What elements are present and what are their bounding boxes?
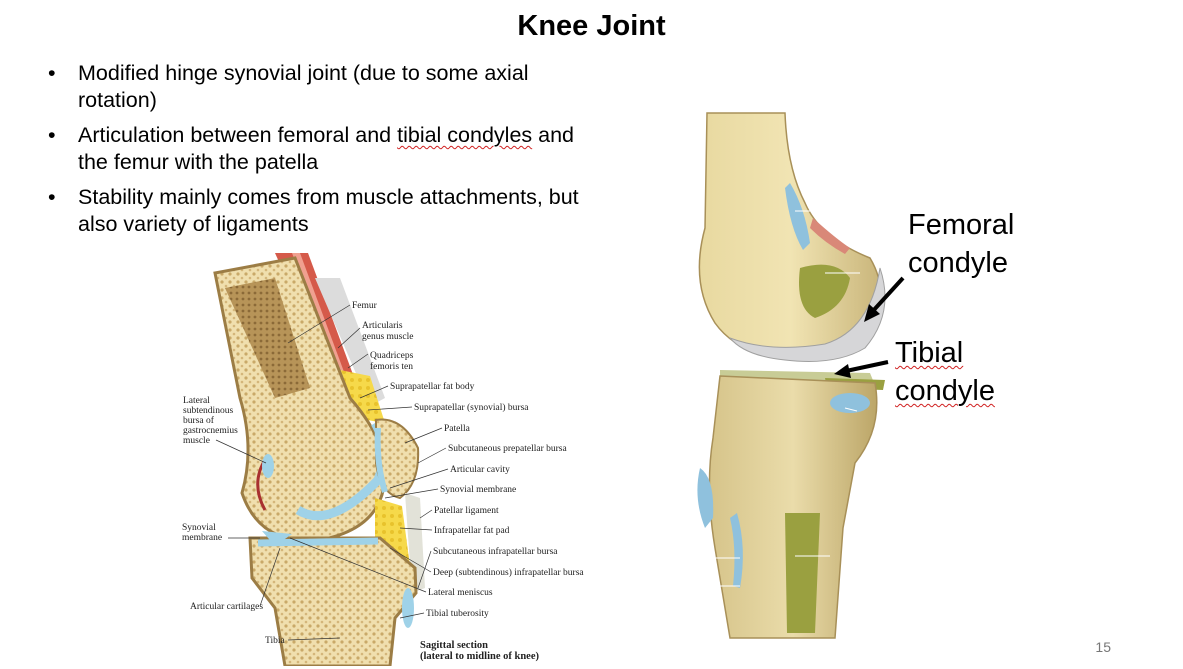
bullet-list: • Modified hinge synovial joint (due to … [48,60,608,246]
label-quadriceps: Quadriceps [370,351,414,361]
bullet-symbol: • [48,185,56,209]
label-gastrocnemius: gastrocnemius [183,426,238,436]
bullet-text: Modified hinge synovial joint (due to so… [78,61,529,112]
femoral-arrow-icon [864,276,905,322]
label-patellar-ligament: Patellar ligament [434,506,499,516]
label-subcutaneous-infrapatellar-bursa: Subcutaneous infrapatellar bursa [433,546,558,557]
label-synovial-membrane: Synovial membrane [440,485,516,495]
tibial-line1: Tibial [895,337,964,369]
label-femoris-tendon: femoris ten [370,361,413,372]
label-subtendinous: subtendinous [183,406,233,416]
label-articularis: Articularis [362,321,403,331]
label-membrane: membrane [182,533,222,543]
label-femur: Femur [352,301,378,311]
bullet-text: and the femur with the patella [78,123,575,174]
label-tibial-tuberosity: Tibial tuberosity [426,609,489,619]
label-deep-infrapatellar-bursa: Deep (subtendinous) infrapatellar bursa [433,567,584,578]
bullet-symbol: • [48,123,56,147]
label-muscle: muscle [183,436,210,446]
label-tibia: Tibia [265,636,285,646]
label-patella: Patella [444,424,471,434]
femoral-line2: condyle [908,247,1008,279]
label-lateral-meniscus: Lateral meniscus [428,588,493,598]
figure-caption-subtitle: (lateral to midline of knee) [420,651,539,662]
bullet-item: • Stability mainly comes from muscle att… [48,184,608,238]
tibial-condyle-label: Tibial condyle [895,334,995,410]
slide-title: Knee Joint [517,10,666,42]
page-number: 15 [1095,639,1111,655]
label-articular-cartilages: Articular cartilages [190,602,263,612]
label-prepatellar-bursa: Subcutaneous prepatellar bursa [448,444,567,454]
femoral-condyle-label: Femoral condyle [908,206,1014,282]
label-bursa-of: bursa of [183,415,215,426]
label-suprapatellar-bursa: Suprapatellar (synovial) bursa [414,402,529,413]
tibial-arrow-icon [834,360,889,378]
figure-caption-title: Sagittal section [420,640,488,651]
label-suprapatellar-fat-body: Suprapatellar fat body [390,381,475,392]
sagittal-knee-figure: Femur Articularis genus muscle Quadricep… [182,253,584,666]
bullet-text: Articulation between femoral and [78,123,398,147]
label-infrapatellar-fat-pad: Infrapatellar fat pad [434,525,510,536]
spellcheck-text: tibial condyles [397,123,533,147]
label-lateral: Lateral [183,396,210,406]
bullet-item: • Articulation between femoral and tibia… [48,122,608,176]
lateral-knee-figure [697,112,886,639]
label-synovial: Synovial [182,523,216,533]
tibial-line2: condyle [895,375,995,407]
bullet-text: Stability mainly comes from muscle attac… [78,185,579,236]
bullet-symbol: • [48,61,56,85]
label-articular-cavity: Articular cavity [450,465,510,475]
bullet-item: • Modified hinge synovial joint (due to … [48,60,608,114]
femoral-line1: Femoral [908,209,1015,241]
label-genus-muscle: genus muscle [362,332,413,342]
annotation-arrows [834,276,905,378]
